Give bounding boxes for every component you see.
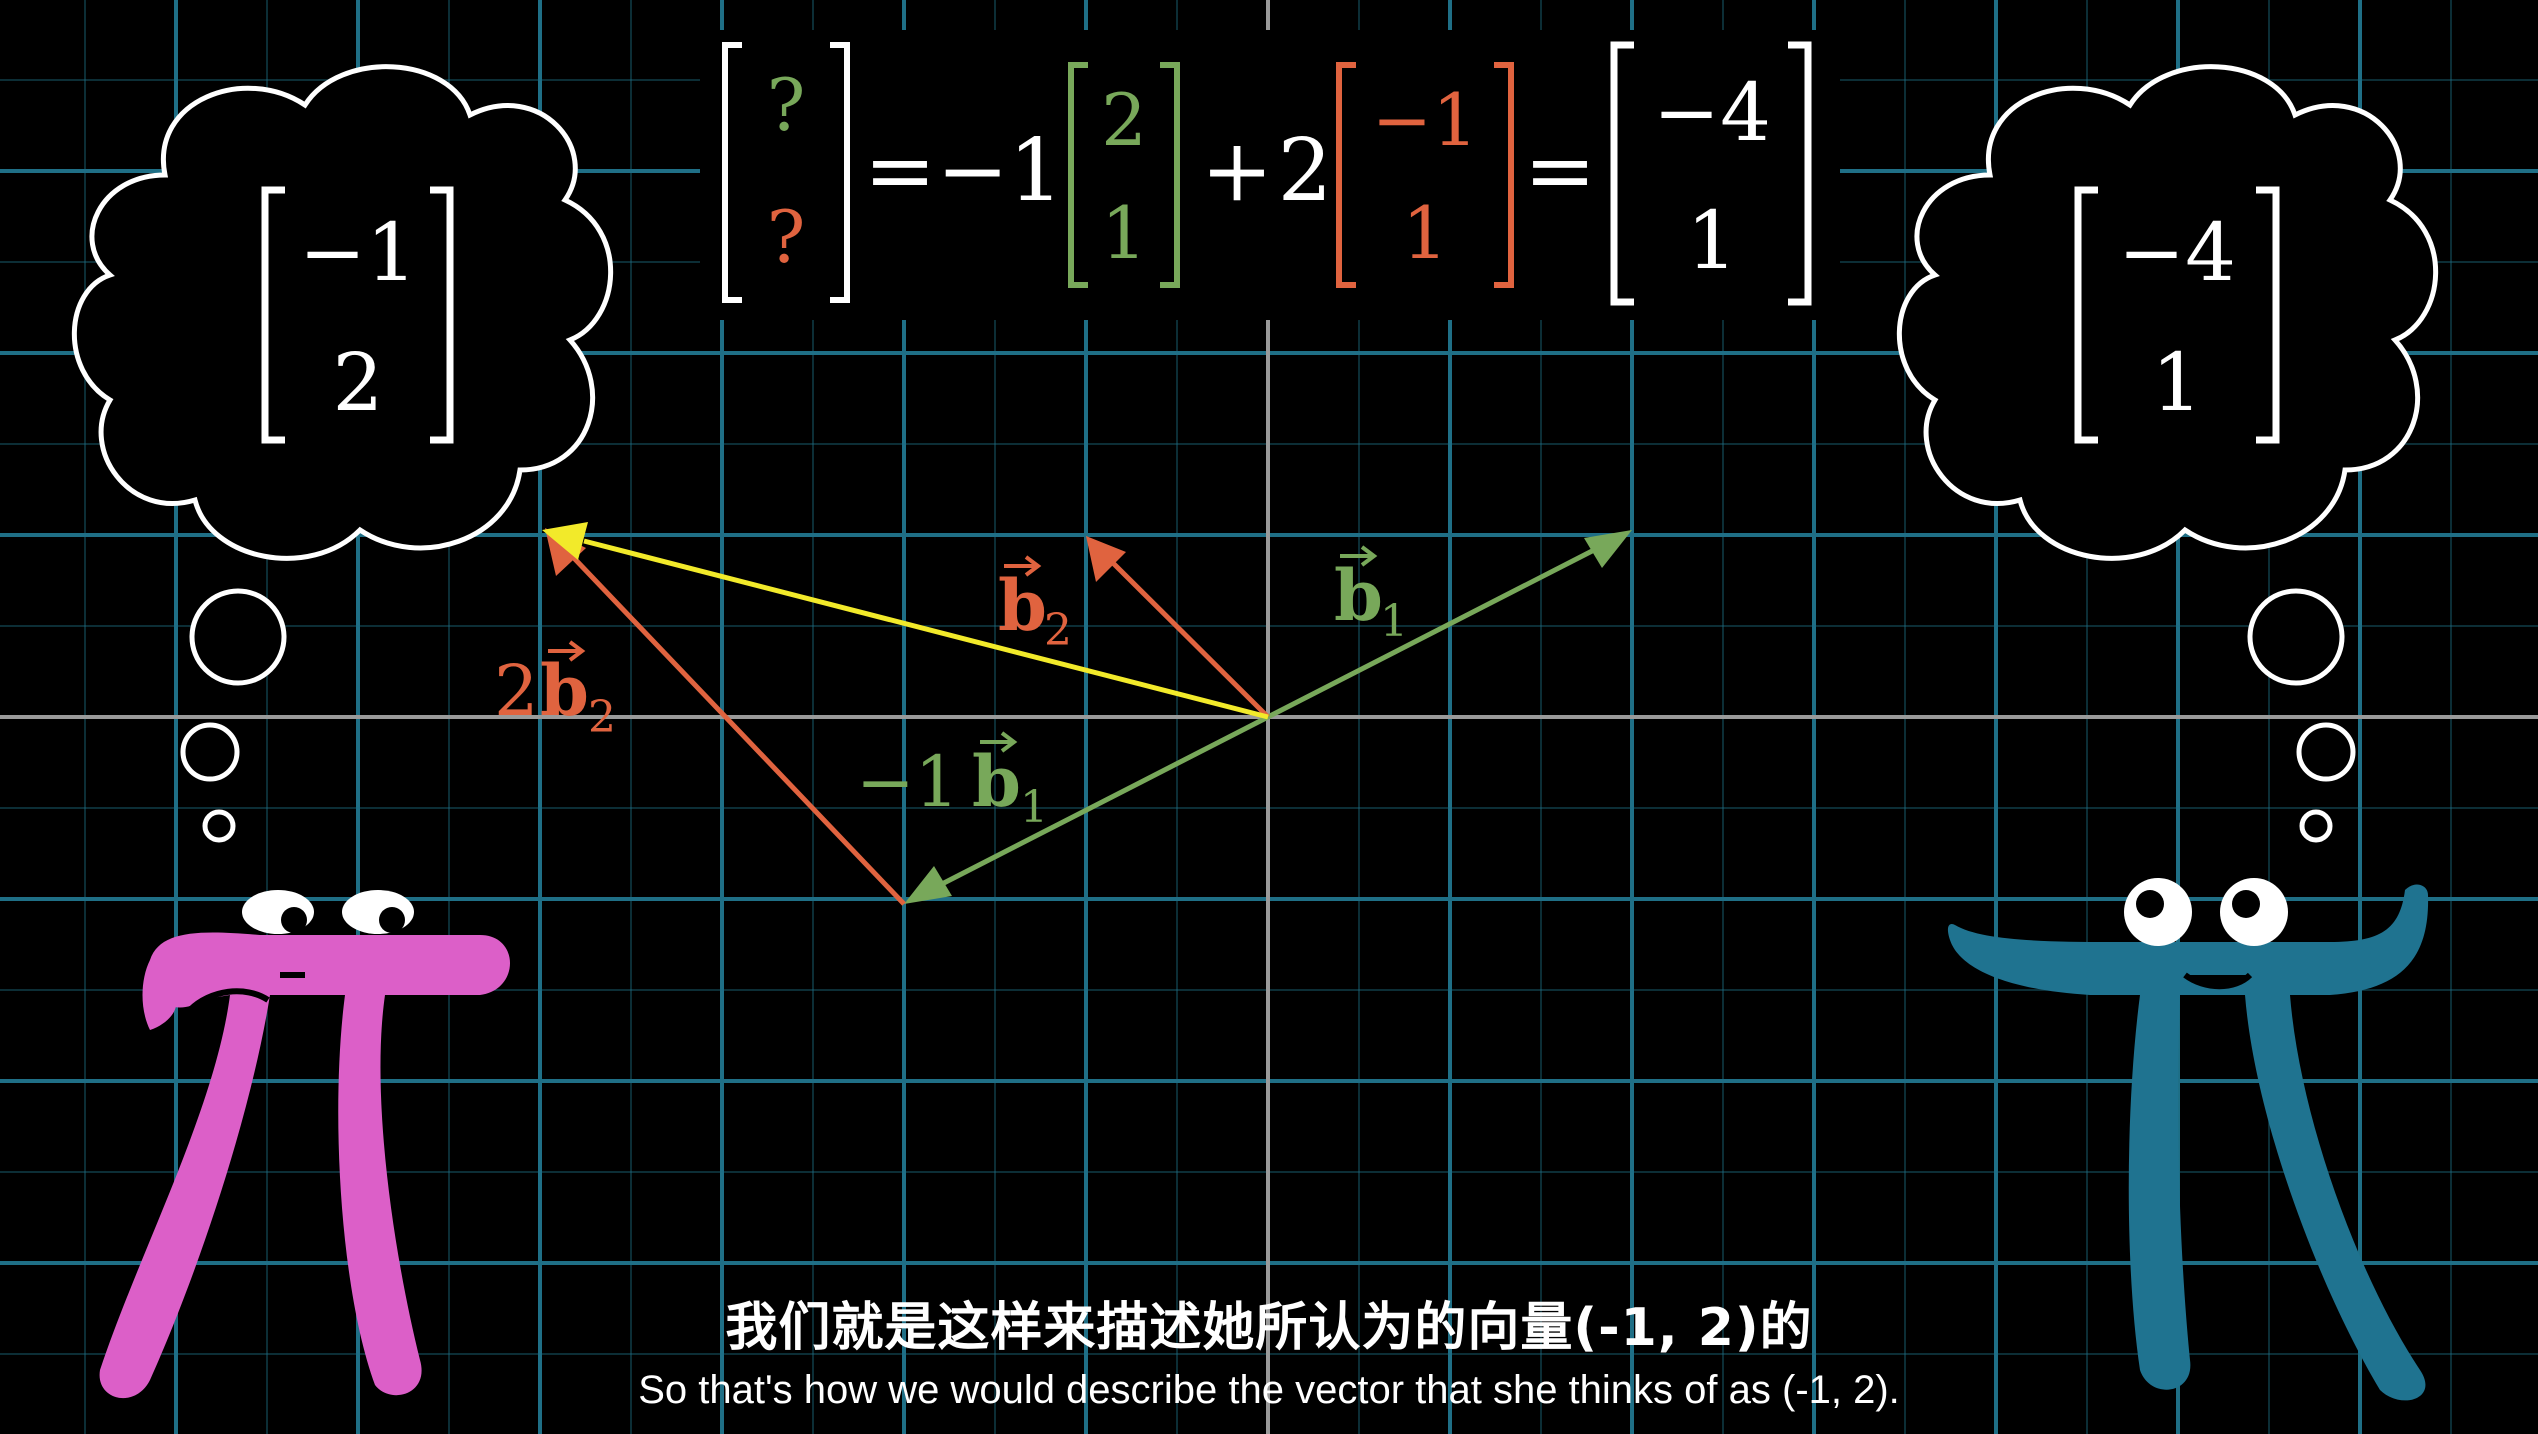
coef-2: 2 [1278, 121, 1333, 221]
bracket-unknown-right [830, 42, 850, 303]
svg-text:2: 2 [588, 692, 616, 743]
svg-text:1: 1 [1020, 782, 1048, 833]
pupil-right [2232, 890, 2260, 918]
result-top: −4 [1653, 66, 1771, 159]
svg-text:2: 2 [494, 650, 539, 732]
left-bracket-r [430, 186, 454, 444]
coef-1: −1 [937, 121, 1064, 221]
equals-1: = [864, 121, 936, 221]
right-thought-bubble: −4 1 [1896, 64, 2439, 843]
equation: ? ? = −1 2 1 + 2 −1 1 = −4 1 [700, 30, 1840, 320]
pink-pi-creature [99, 890, 510, 1399]
vector-sum [542, 522, 1269, 720]
thought-dot-large [189, 588, 287, 686]
subtitle-english: So that's how we would describe the vect… [638, 1368, 1900, 1412]
plus: + [1201, 121, 1273, 221]
b1-top: 2 [1101, 78, 1147, 162]
svg-text:2: 2 [1044, 605, 1072, 656]
svg-text:1: 1 [1380, 596, 1408, 647]
bracket-b1-right [1160, 62, 1180, 288]
left-thought-bubble: −1 2 [71, 64, 614, 843]
svg-text:b: b [972, 740, 1021, 823]
right-bracket-l [2074, 186, 2098, 444]
svg-text:b: b [1334, 554, 1383, 637]
blue-pi-creature [1947, 878, 2429, 1401]
vector-b1 [1266, 530, 1632, 720]
svg-text:−1: −1 [856, 741, 959, 823]
vector-b2 [1086, 536, 1270, 719]
b2-bottom: 1 [1402, 191, 1448, 275]
left-bracket-l [261, 186, 285, 444]
label-b1: b 1 [1334, 545, 1408, 647]
bracket-result-left [1610, 41, 1634, 306]
unknown-bottom: ? [767, 195, 806, 279]
thought-dot-medium [2296, 722, 2356, 782]
right-thought-top: −4 [2118, 206, 2236, 299]
eye-right [342, 890, 414, 934]
subtitle-chinese: 我们就是这样来描述她所认为的向量(-1, 2)的 [725, 1298, 1813, 1358]
bracket-b1-left [1068, 62, 1088, 288]
label-b2: b 2 [998, 555, 1072, 656]
svg-text:b: b [540, 649, 589, 732]
bracket-result-right [1788, 41, 1812, 306]
left-thought-bottom: 2 [333, 336, 384, 429]
label-neg-b1: −1 b 1 [856, 731, 1048, 833]
thought-dot-small [202, 809, 236, 843]
b2-top: −1 [1372, 78, 1478, 162]
equals-2: = [1524, 121, 1596, 221]
unknown-top: ? [767, 63, 806, 147]
bracket-b2-left [1336, 62, 1356, 288]
mouth [2183, 972, 2253, 990]
bracket-unknown-left [722, 42, 742, 303]
right-bracket-r [2256, 186, 2280, 444]
left-thought-top: −1 [299, 206, 417, 299]
thought-dot-medium [180, 722, 240, 782]
pupil-left [2136, 890, 2164, 918]
bracket-b2-right [1494, 62, 1514, 288]
thought-dot-large [2247, 588, 2345, 686]
pupil-left [281, 907, 307, 933]
label-2b2: 2 b 2 [494, 640, 616, 743]
vector-neg-b1 [904, 714, 1270, 904]
svg-text:b: b [998, 564, 1047, 647]
b1-bottom: 1 [1101, 191, 1147, 275]
right-thought-bottom: 1 [2152, 336, 2203, 429]
thought-dot-small [2299, 809, 2333, 843]
pupil-right [379, 907, 405, 933]
result-bottom: 1 [1687, 194, 1738, 287]
